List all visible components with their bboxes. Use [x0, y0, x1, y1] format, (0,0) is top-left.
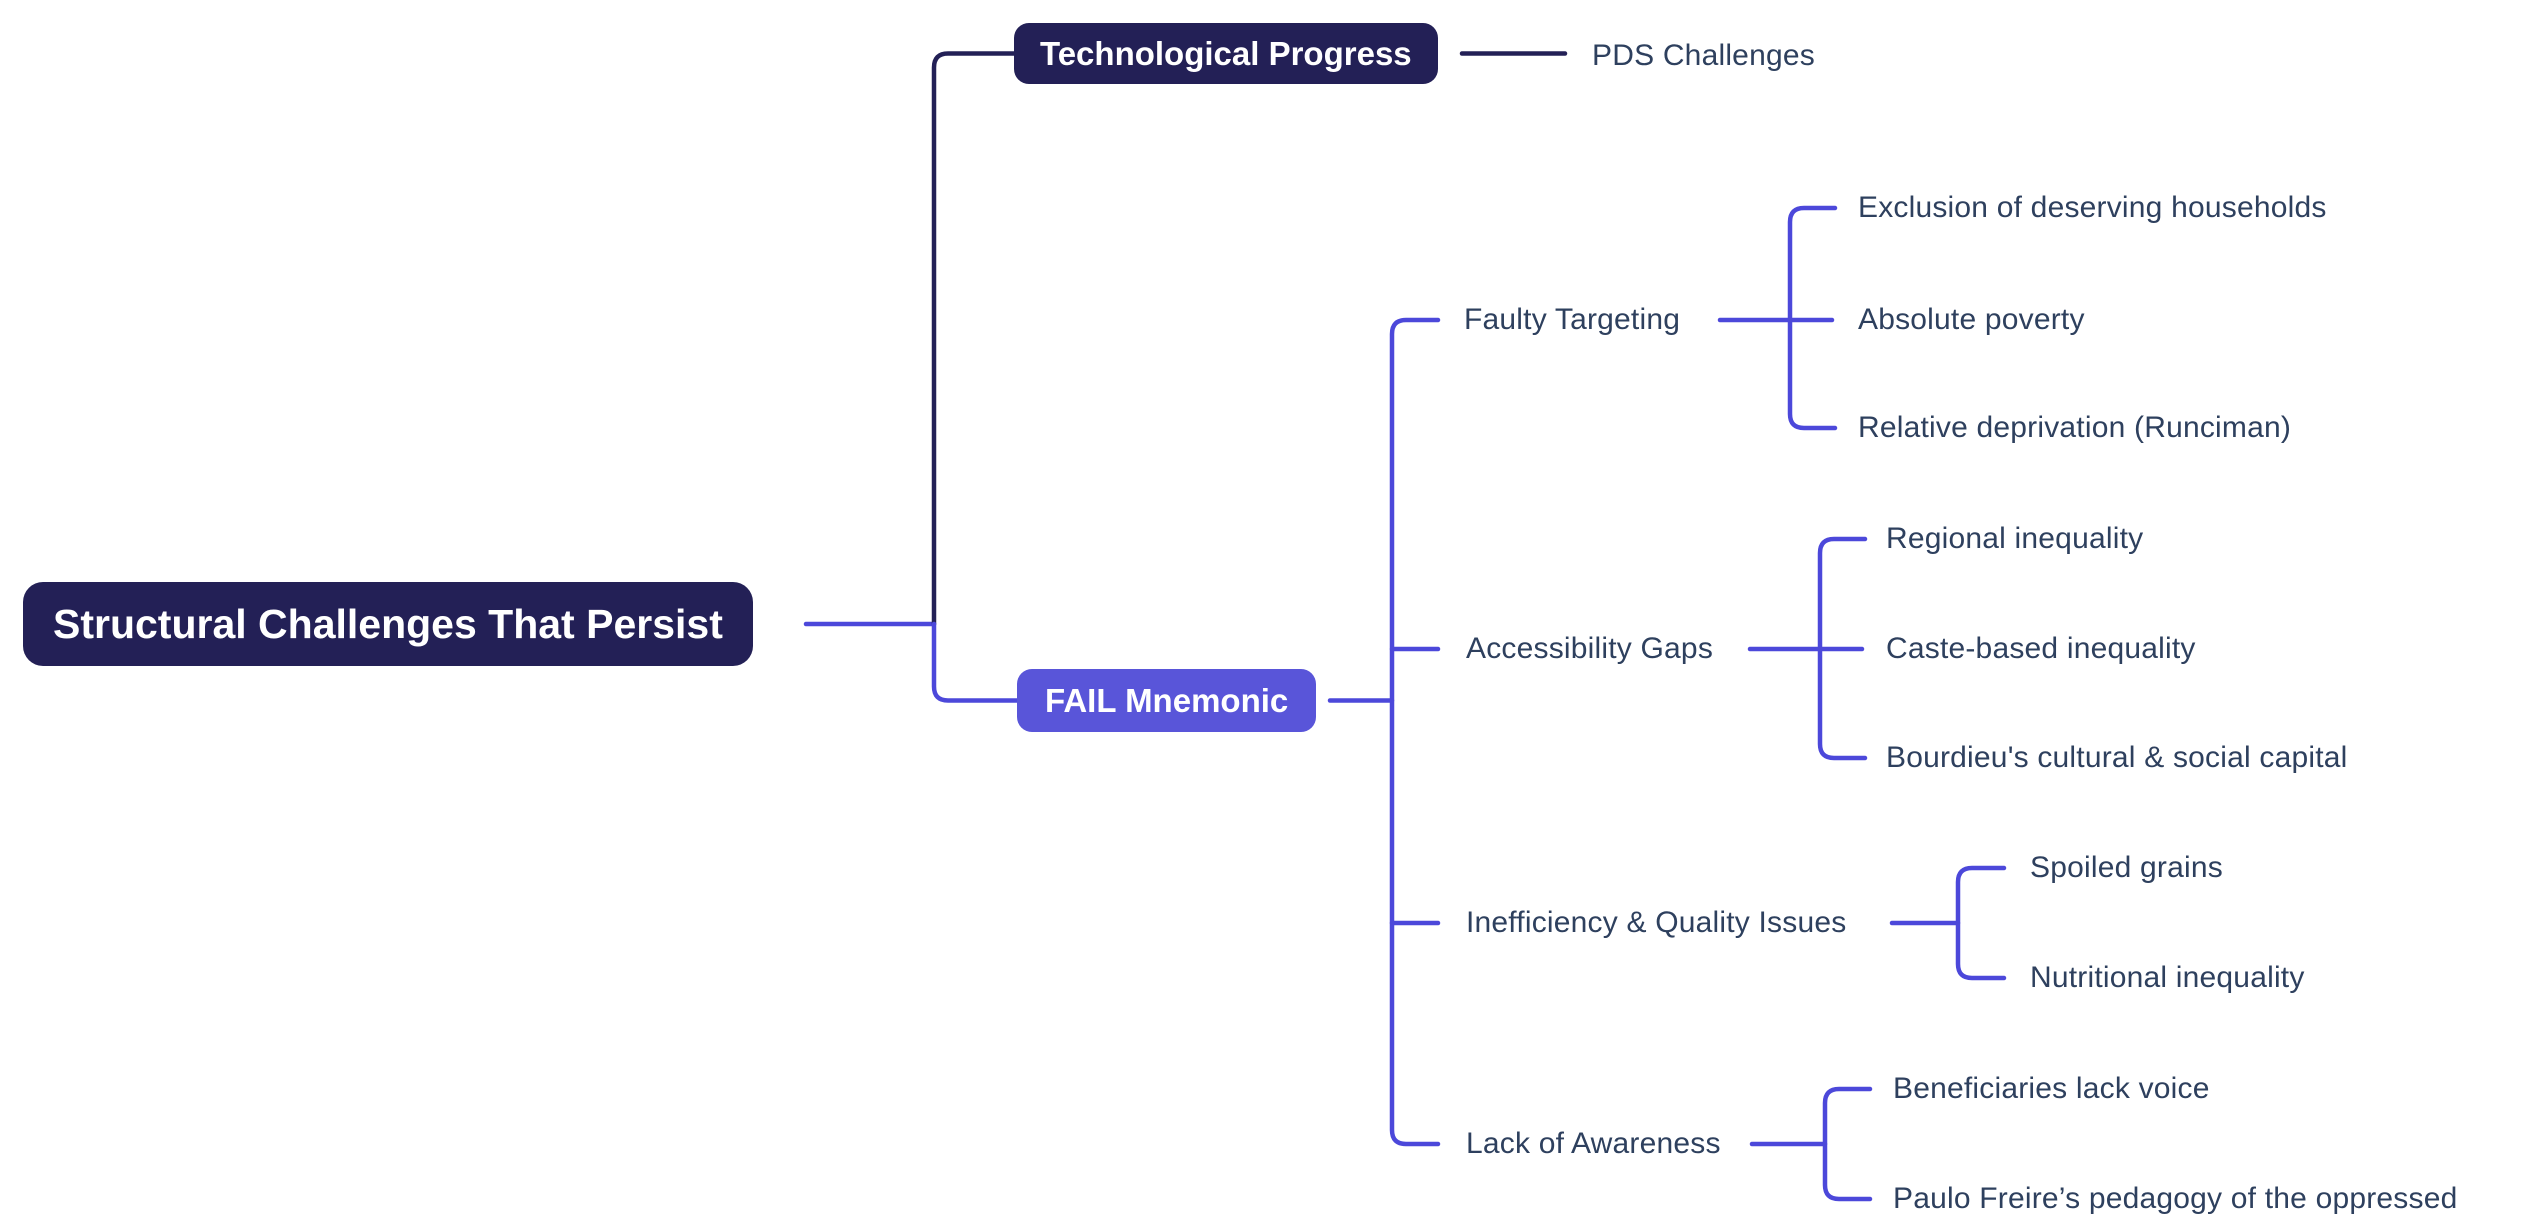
- connector-lack-fork: [1822, 1086, 1873, 1202]
- leaf-nutritional-inequality[interactable]: Nutritional inequality: [2030, 961, 2305, 994]
- branch-fail-mnemonic-node[interactable]: FAIL Mnemonic: [1017, 669, 1317, 732]
- leaf-exclusion-of-deserving-households[interactable]: Exclusion of deserving households: [1858, 191, 2327, 224]
- subtopic-faulty-targeting[interactable]: Faulty Targeting: [1464, 303, 1681, 336]
- leaf-absolute-poverty[interactable]: Absolute poverty: [1858, 303, 2085, 336]
- leaf-pds-challenges[interactable]: PDS Challenges: [1592, 39, 1815, 72]
- connector-faulty-fork: [1787, 205, 1838, 431]
- branch-technological-progress-node[interactable]: Technological Progress: [1014, 23, 1438, 84]
- leaf-relative-deprivation[interactable]: Relative deprivation (Runciman): [1858, 411, 2292, 444]
- connector-inefficiency-fork: [1955, 865, 2007, 981]
- connector-fork-fail: [931, 621, 1022, 703]
- leaf-spoiled-grains[interactable]: Spoiled grains: [2030, 851, 2223, 884]
- leaf-caste-based-inequality[interactable]: Caste-based inequality: [1886, 632, 2196, 665]
- leaf-beneficiaries-lack-voice[interactable]: Beneficiaries lack voice: [1893, 1072, 2210, 1105]
- leaf-bourdieu-cultural-social-capital[interactable]: Bourdieu's cultural & social capital: [1886, 741, 2348, 774]
- connector-fork-tech: [931, 51, 1019, 627]
- root-node[interactable]: Structural Challenges That Persist: [23, 582, 753, 666]
- leaf-regional-inequality[interactable]: Regional inequality: [1886, 522, 2144, 555]
- subtopic-accessibility-gaps[interactable]: Accessibility Gaps: [1466, 632, 1714, 665]
- subtopic-lack-of-awareness[interactable]: Lack of Awareness: [1466, 1127, 1721, 1160]
- connector-accessibility-fork: [1817, 536, 1868, 761]
- leaf-paulo-freire-pedagogy[interactable]: Paulo Freire’s pedagogy of the oppressed: [1893, 1182, 2458, 1215]
- connector-fail-trunk-vertical: [1389, 317, 1441, 1147]
- subtopic-inefficiency-quality-issues[interactable]: Inefficiency & Quality Issues: [1466, 906, 1847, 939]
